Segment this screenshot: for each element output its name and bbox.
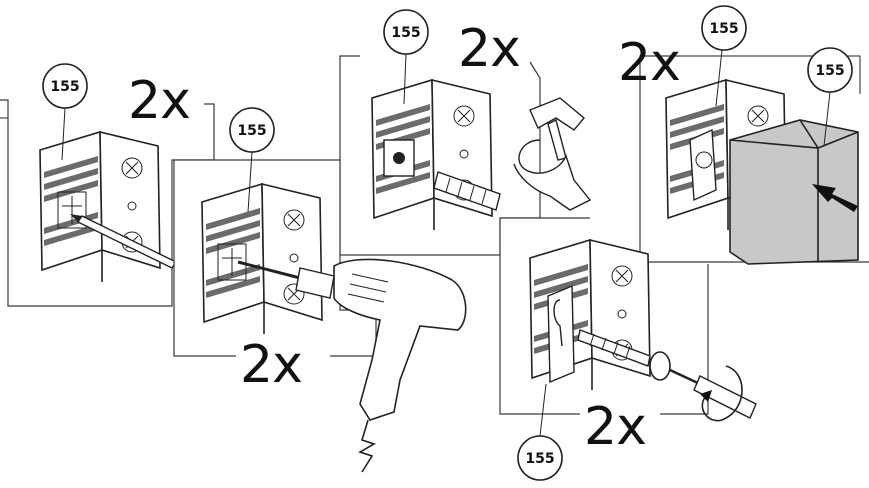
screw-icon	[577, 329, 671, 381]
step-3-panel: 155 2x	[339, 9, 592, 256]
rotate-arrow-icon	[700, 365, 743, 422]
part-number-badge-5	[701, 5, 747, 51]
part-number-5b: 155	[815, 63, 844, 79]
bracket-part	[201, 183, 323, 335]
push-arrow-icon	[812, 184, 858, 212]
part-number-3: 155	[391, 25, 420, 41]
cover-part	[729, 119, 859, 265]
screwdriver-icon	[669, 368, 757, 419]
step-1-panel: 155 2x	[0, 63, 215, 307]
quantity-1: 2x	[128, 71, 190, 131]
quantity-3: 2x	[458, 19, 520, 79]
part-number-1: 155	[50, 79, 79, 95]
part-number-5: 155	[709, 21, 738, 37]
quantity-4: 2x	[584, 397, 646, 457]
hammer-icon	[513, 97, 592, 211]
part-number-2: 155	[237, 123, 266, 139]
drill-icon	[237, 258, 467, 473]
pencil-icon	[70, 214, 178, 269]
part-number-4: 155	[525, 451, 554, 467]
step-2-panel: 155 2x	[173, 107, 467, 473]
wall-plug-icon	[433, 171, 501, 211]
step-4-panel: 155 2x	[499, 217, 757, 481]
step-5-panel: 155 155 2x	[618, 5, 869, 265]
quantity-2: 2x	[240, 335, 302, 395]
quantity-5: 2x	[618, 33, 680, 93]
